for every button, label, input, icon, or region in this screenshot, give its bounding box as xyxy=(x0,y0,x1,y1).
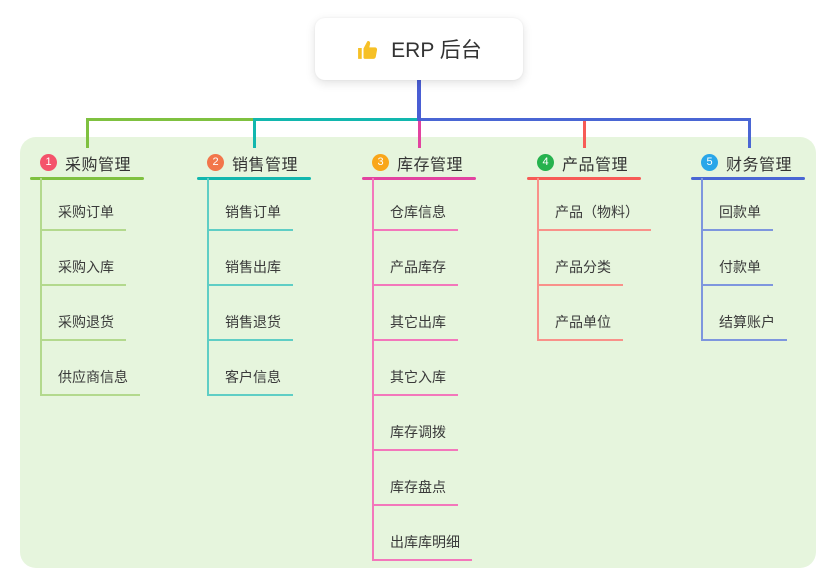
node-sales-outbound[interactable]: 销售出库 xyxy=(207,258,293,286)
node-sales-return[interactable]: 销售退货 xyxy=(207,313,293,341)
branch-child-connector xyxy=(537,178,539,341)
root-node[interactable]: ERP 后台 xyxy=(315,18,523,80)
node-payment-bill[interactable]: 付款单 xyxy=(701,258,773,286)
branch-finance: 5 财务管理 回款单 付款单 结算账户 xyxy=(691,148,805,341)
node-stock-taking[interactable]: 库存盘点 xyxy=(372,478,458,506)
node-purchase-return[interactable]: 采购退货 xyxy=(40,313,126,341)
branch-underline xyxy=(197,177,311,180)
node-other-inbound[interactable]: 其它入库 xyxy=(372,368,458,396)
branch-sales-header[interactable]: 2 销售管理 xyxy=(197,148,311,177)
thumbs-up-icon xyxy=(356,37,381,62)
node-warehouse-info[interactable]: 仓库信息 xyxy=(372,203,458,231)
branch-child-connector xyxy=(207,178,209,396)
node-outbound-detail[interactable]: 出库库明细 xyxy=(372,533,472,561)
branch-finance-header[interactable]: 5 财务管理 xyxy=(691,148,805,177)
node-product-category[interactable]: 产品分类 xyxy=(537,258,623,286)
badge-1-icon: 1 xyxy=(40,154,57,171)
node-receipt-bill[interactable]: 回款单 xyxy=(701,203,773,231)
branch-label: 采购管理 xyxy=(65,156,132,174)
branch-inventory: 3 库存管理 仓库信息 产品库存 其它出库 其它入库 库存调拨 库存盘点 出库库… xyxy=(362,148,476,561)
branches-panel xyxy=(20,137,816,568)
connector-bus-right-blue xyxy=(419,118,751,121)
badge-2-icon: 2 xyxy=(207,154,224,171)
branch-child-connector xyxy=(372,178,374,561)
branch-label: 销售管理 xyxy=(232,156,299,174)
branch-underline xyxy=(30,177,144,180)
connector-branch5-drop xyxy=(748,118,751,148)
badge-5-icon: 5 xyxy=(701,154,718,171)
branch-product-header[interactable]: 4 产品管理 xyxy=(527,148,641,177)
branch-label: 财务管理 xyxy=(726,156,793,174)
badge-3-icon: 3 xyxy=(372,154,389,171)
node-purchase-inbound[interactable]: 采购入库 xyxy=(40,258,126,286)
branch-product: 4 产品管理 产品（物料） 产品分类 产品单位 xyxy=(527,148,651,341)
node-product-unit[interactable]: 产品单位 xyxy=(537,313,623,341)
node-stock-transfer[interactable]: 库存调拨 xyxy=(372,423,458,451)
node-product-material[interactable]: 产品（物料） xyxy=(537,203,651,231)
branch-child-connector xyxy=(701,178,703,341)
node-product-stock[interactable]: 产品库存 xyxy=(372,258,458,286)
branch-sales: 2 销售管理 销售订单 销售出库 销售退货 客户信息 xyxy=(197,148,311,396)
branch-underline xyxy=(362,177,476,180)
node-other-outbound[interactable]: 其它出库 xyxy=(372,313,458,341)
branch-purchase-header[interactable]: 1 采购管理 xyxy=(30,148,144,177)
connector-branch3-drop xyxy=(418,118,421,148)
connector-bus-left-teal xyxy=(253,118,419,121)
node-sales-order[interactable]: 销售订单 xyxy=(207,203,293,231)
node-purchase-order[interactable]: 采购订单 xyxy=(40,203,126,231)
branch-label: 产品管理 xyxy=(562,156,629,174)
branch-underline xyxy=(691,177,805,180)
branch-label: 库存管理 xyxy=(397,156,464,174)
connector-branch4-drop xyxy=(583,118,586,148)
node-settlement-account[interactable]: 结算账户 xyxy=(701,313,787,341)
node-customer-info[interactable]: 客户信息 xyxy=(207,368,293,396)
connector-root-stem xyxy=(417,80,421,121)
branch-underline xyxy=(527,177,641,180)
branch-child-connector xyxy=(40,178,42,396)
root-label: ERP 后台 xyxy=(391,39,482,62)
branch-inventory-header[interactable]: 3 库存管理 xyxy=(362,148,476,177)
branch-purchase: 1 采购管理 采购订单 采购入库 采购退货 供应商信息 xyxy=(30,148,144,396)
connector-branch2-drop xyxy=(253,118,256,148)
node-supplier-info[interactable]: 供应商信息 xyxy=(40,368,140,396)
connector-branch1-drop xyxy=(86,118,89,148)
connector-bus-left-green xyxy=(86,118,253,121)
badge-4-icon: 4 xyxy=(537,154,554,171)
